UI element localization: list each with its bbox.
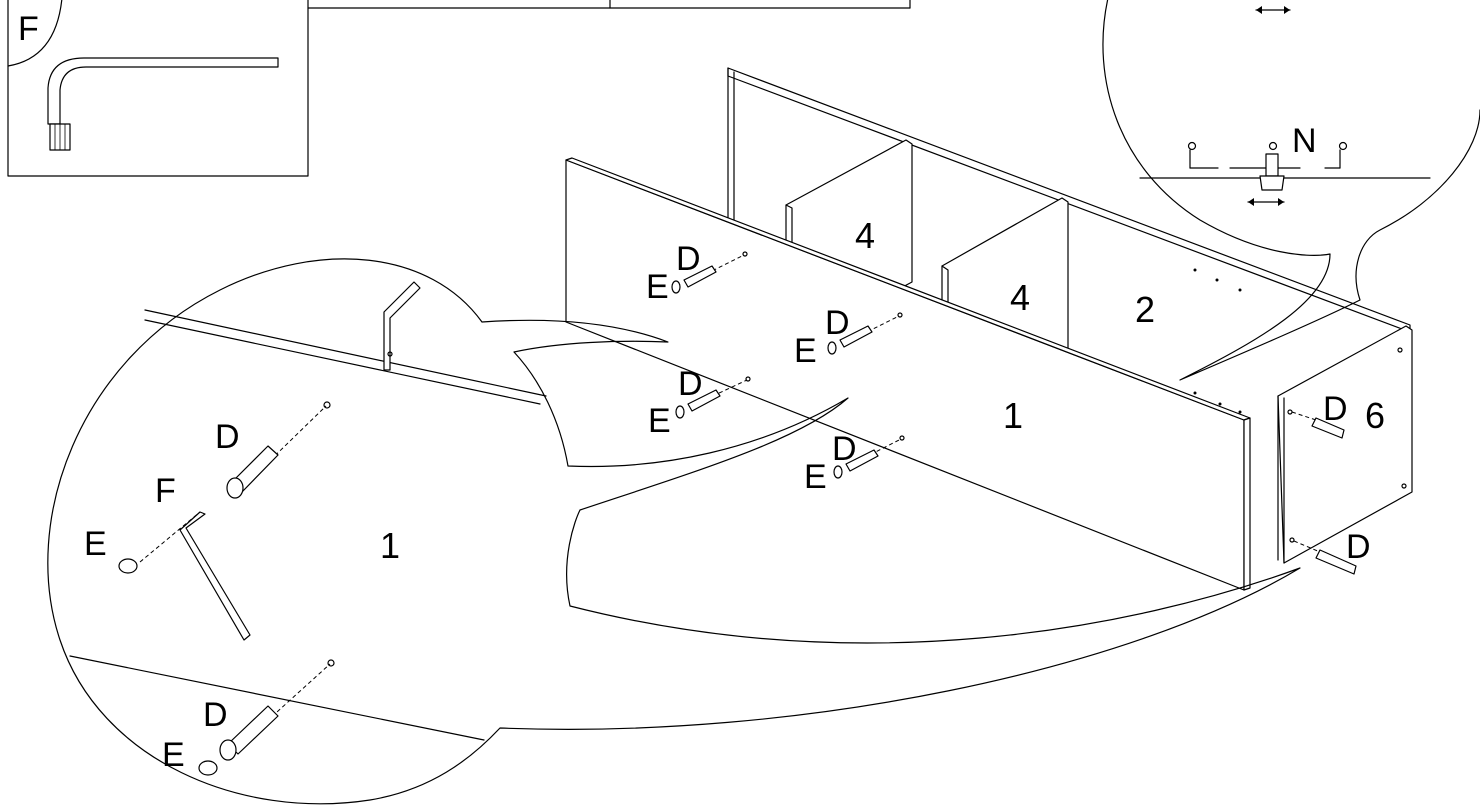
label-d: D (825, 304, 850, 342)
cam-nut-icon (671, 280, 681, 294)
label-d: D (1346, 528, 1371, 566)
panel-label-6: 6 (1365, 395, 1385, 436)
label-d: D (678, 365, 703, 403)
cam-nut-icon (833, 465, 843, 479)
cam-bolt-icon (845, 449, 879, 472)
hex-key-icon (179, 511, 251, 641)
cam-fittings-main: E D E D E D E D D D (646, 240, 1371, 575)
cam-nut-icon (827, 341, 837, 355)
panel-label-4-left: 4 (855, 215, 875, 256)
detail-callout-left: 1 D F E D E (47, 258, 1301, 805)
panel-label-4-right: 4 (1010, 277, 1030, 318)
label-f: F (155, 472, 176, 510)
shelf-pin-icon (1268, 141, 1278, 151)
hex-key-icon (47, 57, 279, 151)
cam-nut-icon (118, 558, 138, 574)
label-e: E (648, 402, 671, 440)
detail-callout-right: N (1102, 0, 1480, 381)
cam-bolt-icon (1311, 417, 1345, 439)
panel-label-2: 2 (1135, 289, 1155, 330)
label-e: E (162, 736, 185, 774)
cam-bolt-icon (687, 389, 721, 412)
shelf-pin-icon (1338, 141, 1348, 151)
panel-label-1: 1 (1003, 395, 1023, 436)
double-arrow-icon (1255, 6, 1291, 14)
tool-label-f: F (18, 10, 39, 48)
double-arrow-icon (1247, 198, 1285, 206)
label-e: E (84, 525, 107, 563)
label-d: D (832, 430, 857, 468)
label-d: D (676, 240, 701, 278)
cam-nut-icon (675, 405, 685, 419)
shelf-pin-icon (1187, 141, 1197, 151)
label-n: N (1292, 122, 1317, 160)
label-d: D (1323, 390, 1348, 428)
label-e: E (804, 458, 827, 496)
assembly: 4 4 2 1 6 (565, 67, 1413, 591)
side-panel-6 (1277, 325, 1413, 564)
tool-inset: F (7, 0, 911, 177)
label-e: E (794, 332, 817, 370)
label-e: E (646, 268, 669, 306)
cam-bolt-icon (839, 325, 873, 348)
label-d: D (203, 696, 228, 734)
cam-nut-icon (198, 760, 218, 776)
label-d: D (215, 418, 240, 456)
cam-bolt-icon (1315, 549, 1357, 575)
cam-bolt-icon (683, 265, 717, 288)
panel-label-1-detail: 1 (380, 525, 400, 566)
